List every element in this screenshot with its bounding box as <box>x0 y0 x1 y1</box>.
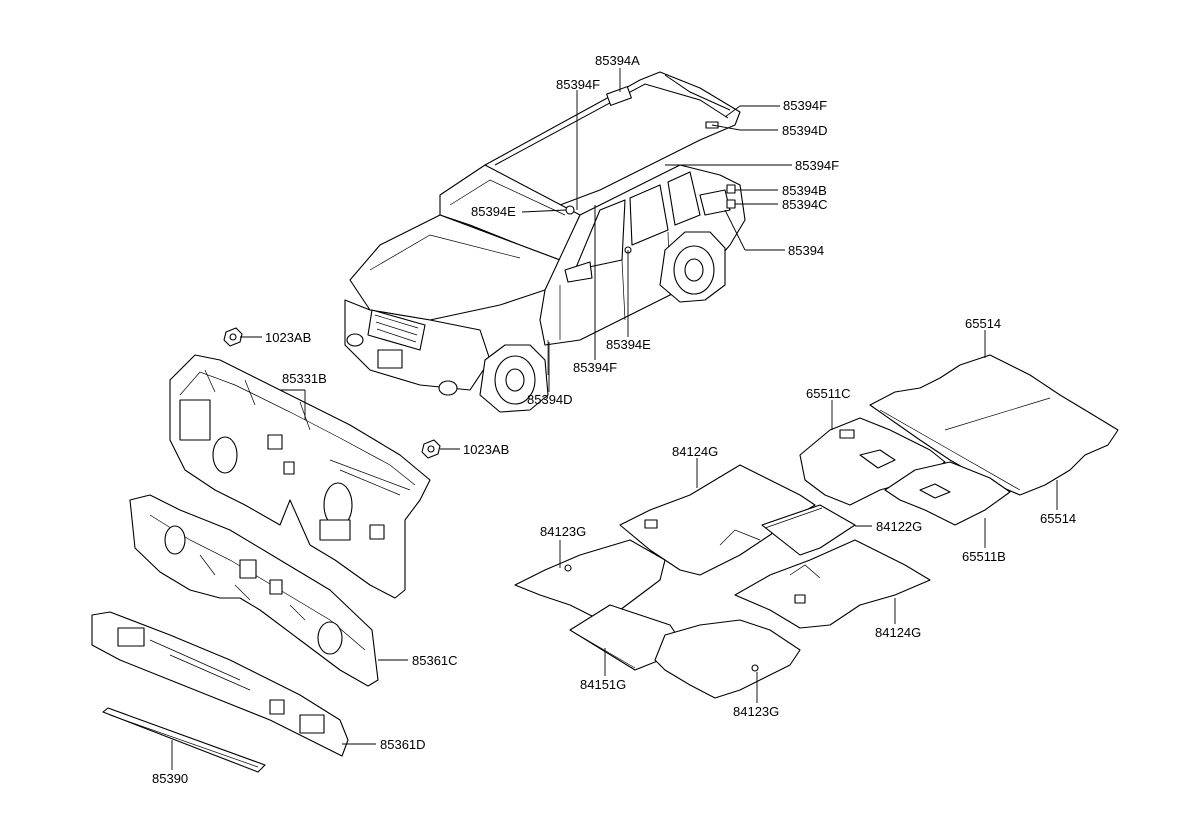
label-85394c: 85394C <box>782 197 828 212</box>
insulator-85361c <box>129 494 379 687</box>
label-85394f-side: 85394F <box>795 158 839 173</box>
label-85394e-bottom: 85394E <box>606 337 651 352</box>
label-85331b: 85331B <box>282 371 327 386</box>
label-84151g: 84151G <box>580 677 626 692</box>
label-85394f-bottom: 85394F <box>573 360 617 375</box>
floor-mat-84123g-rear <box>654 619 801 699</box>
part-labels: 85394A 85394F 85394F 85394D 85394F 85394… <box>152 53 1076 786</box>
label-84124g-top: 84124G <box>672 444 718 459</box>
label-65511c: 65511C <box>806 386 851 401</box>
dash-panel-85331b <box>169 354 431 599</box>
label-65514-right: 65514 <box>1040 511 1076 526</box>
label-85394d-bottom: 85394D <box>527 392 573 407</box>
label-65514-top: 65514 <box>965 316 1001 331</box>
floor-pad-65511b <box>884 461 1011 526</box>
label-85394d-rear: 85394D <box>782 123 828 138</box>
label-85394e-left: 85394E <box>471 204 516 219</box>
insulator-85361d <box>91 611 349 757</box>
label-85394f-top: 85394F <box>556 77 600 92</box>
label-84123g-bottom: 84123G <box>733 704 779 719</box>
label-1023ab-mid: 1023AB <box>463 442 509 457</box>
floor-mat-84123g-front <box>514 539 666 621</box>
floor-mat-84124g-rear <box>734 539 931 629</box>
strip-85390 <box>102 707 266 773</box>
label-85394f-rear-top: 85394F <box>783 98 827 113</box>
label-85394: 85394 <box>788 243 824 258</box>
label-85394a: 85394A <box>595 53 640 68</box>
floor-pad-65511c <box>799 417 946 506</box>
vehicle-illustration <box>344 71 746 413</box>
label-85394b: 85394B <box>782 183 827 198</box>
label-85361d: 85361D <box>380 737 426 752</box>
label-1023ab-top: 1023AB <box>265 330 311 345</box>
label-84122g: 84122G <box>876 519 922 534</box>
floor-mat-84122g <box>761 504 856 556</box>
leader-lines <box>171 68 1058 770</box>
label-84124g-right: 84124G <box>875 625 921 640</box>
label-65511b: 65511B <box>962 549 1006 564</box>
nut-1023ab-top <box>223 327 243 347</box>
label-84123g-left: 84123G <box>540 524 586 539</box>
nut-1023ab-mid <box>421 439 441 459</box>
label-85390: 85390 <box>152 771 188 786</box>
label-85361c: 85361C <box>412 653 458 668</box>
